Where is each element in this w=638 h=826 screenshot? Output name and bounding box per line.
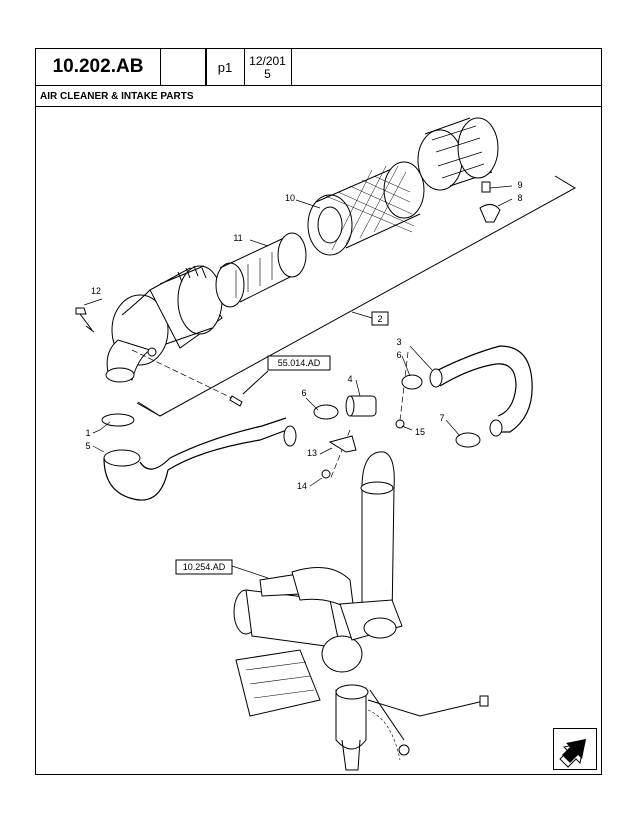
- reference-55-014-ad[interactable]: 55.014.AD: [278, 358, 321, 368]
- callout-14: 14: [297, 481, 307, 491]
- callout-11: 11: [233, 233, 242, 243]
- air-cleaner-housing: [105, 265, 223, 383]
- callout-6-upper: 6: [396, 350, 401, 360]
- turbo-assembly: [233, 567, 489, 771]
- callout-4: 4: [347, 374, 352, 384]
- section-title: AIR CLEANER & INTAKE PARTS: [35, 85, 602, 107]
- filter-cover: [417, 117, 501, 223]
- callout-8: 8: [517, 193, 522, 203]
- callout-2: 2: [377, 314, 382, 324]
- page-frame: [35, 48, 602, 775]
- callout-12: 12: [91, 286, 101, 296]
- callout-3: 3: [396, 337, 401, 347]
- outer-filter: [307, 161, 425, 256]
- next-page-arrow-icon: [559, 739, 586, 768]
- reference-box-55014[interactable]: [267, 355, 331, 371]
- callout-15: 15: [415, 427, 425, 437]
- callout-10: 10: [285, 193, 295, 203]
- callout-13: 13: [307, 448, 317, 458]
- reference-10-254-ad[interactable]: 10.254.AD: [183, 562, 226, 572]
- callout-1: 1: [85, 428, 90, 438]
- callout-6-lower: 6: [301, 388, 306, 398]
- reference-box-10254[interactable]: [175, 559, 233, 575]
- callout-9: 9: [517, 180, 522, 190]
- callout-7: 7: [439, 413, 444, 423]
- inner-filter: [215, 232, 307, 308]
- next-page-button[interactable]: [553, 728, 597, 770]
- callout-5: 5: [85, 441, 90, 451]
